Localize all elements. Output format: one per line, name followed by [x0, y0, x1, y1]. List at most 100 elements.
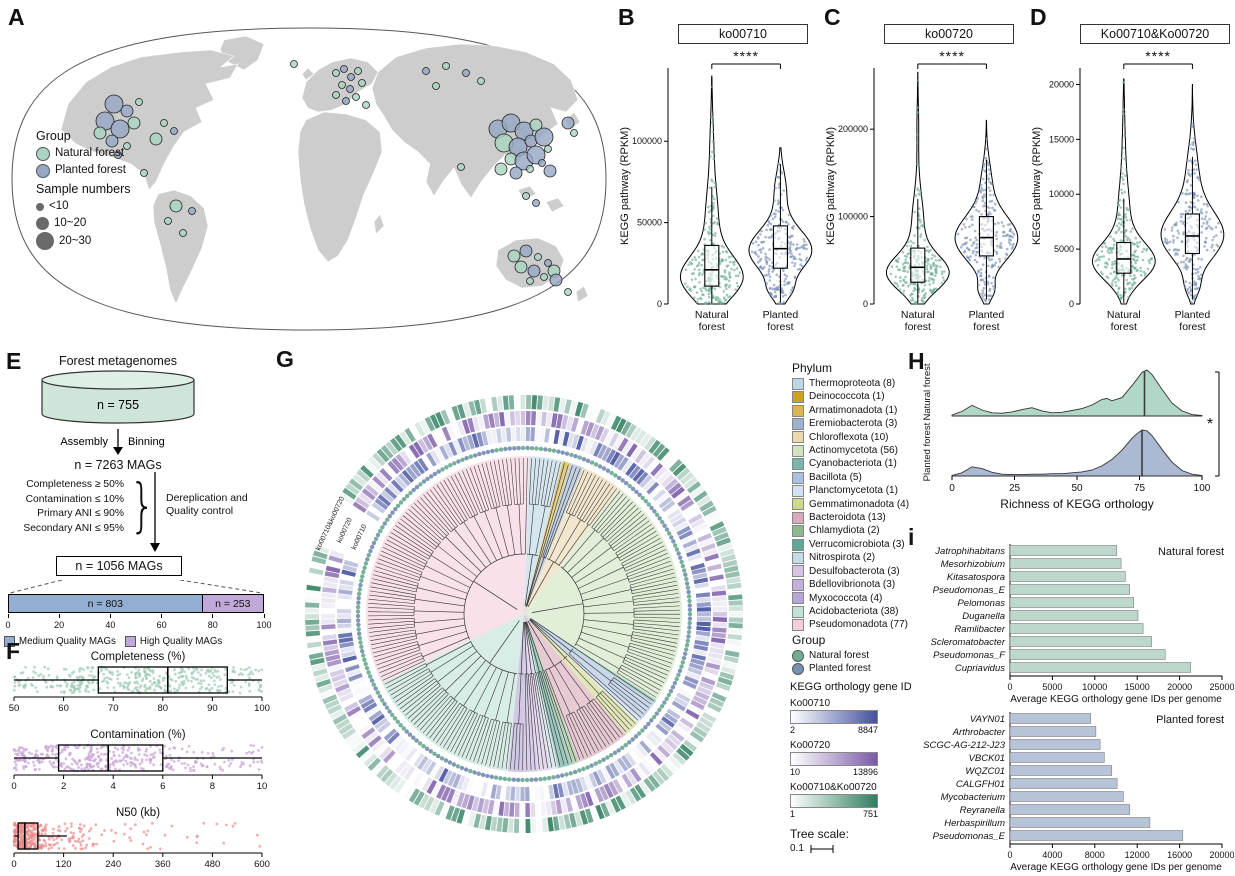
legend-item-planted: Planted forest — [36, 162, 131, 179]
box — [17, 822, 39, 850]
group-legend-item: Planted forest — [792, 662, 871, 676]
strip-points — [12, 743, 264, 773]
medium-quality-label: Medium Quality MAGs — [19, 636, 116, 647]
phylum-legend-item: Bdellovibrionota (3) — [792, 578, 909, 591]
svg-text:75: 75 — [1134, 483, 1146, 494]
svg-text:70: 70 — [108, 703, 119, 714]
box — [910, 247, 926, 283]
svg-text:KEGG pathway (RPKM): KEGG pathway (RPKM) — [1031, 127, 1043, 245]
continents — [60, 35, 589, 305]
dereplication-arrow — [150, 472, 160, 552]
phylum-legend-item: Bacteroidota (13) — [792, 511, 909, 524]
medium-quality-segment: n = 803 — [8, 594, 203, 613]
svg-text:Richness of KEGG orthology: Richness of KEGG orthology — [1000, 497, 1153, 511]
facet-title-combined: Ko00710&Ko00720 — [1080, 24, 1230, 44]
bar — [1009, 636, 1152, 647]
phylum-legend-item: Chloroflexota (10) — [792, 431, 909, 444]
phylum-swatch — [792, 391, 804, 404]
kegg-item-name: Ko00710 — [790, 698, 831, 709]
svg-text:2: 2 — [61, 781, 66, 792]
phylum-sector — [524, 614, 626, 763]
phylum-swatch — [792, 431, 804, 444]
svg-text:Cupriavidus: Cupriavidus — [955, 663, 1005, 674]
svg-text:0: 0 — [949, 483, 955, 494]
qc-criteria: Completeness ≥ 50% Contamination ≤ 10% P… — [0, 478, 124, 536]
svg-text:60: 60 — [58, 703, 69, 714]
map-legend: Group Natural forest Planted forest Samp… — [36, 126, 131, 250]
sample-points — [93, 60, 578, 296]
assembly-binning-arrow: Assembly Binning — [60, 429, 165, 455]
phylum-swatch — [792, 377, 804, 390]
svg-text:Completeness (%): Completeness (%) — [91, 651, 186, 663]
phylum-sector — [524, 460, 567, 614]
svg-text:Arthrobacter: Arthrobacter — [952, 727, 1006, 738]
svg-text:200000: 200000 — [838, 124, 868, 134]
phylum-swatch — [792, 498, 804, 511]
map-legend-samples-title: Sample numbers — [36, 182, 131, 196]
phylum-swatch — [792, 605, 804, 618]
svg-text:16000: 16000 — [1167, 850, 1192, 860]
size-dot-medium — [36, 217, 49, 230]
svg-text:Mesorhizobium: Mesorhizobium — [941, 559, 1005, 570]
tree-scale-row: 0.1 — [790, 843, 912, 854]
phylum-legend-item: Gemmatimonadota (4) — [792, 498, 909, 511]
size-label-large: 20~30 — [59, 234, 92, 247]
phylum-legend: Phylum Thermoproteota (8)Deinococcota (1… — [792, 358, 909, 632]
size-dot-small — [36, 202, 44, 211]
high-quality-count: n = 253 — [215, 597, 251, 610]
kegg-item-name: Ko00710&Ko00720 — [790, 782, 877, 793]
bar — [1009, 791, 1124, 802]
panel-g-label: G — [276, 346, 294, 372]
svg-text:****: **** — [733, 48, 759, 64]
svg-text:ko00720: ko00720 — [336, 517, 354, 544]
bar — [1009, 649, 1166, 660]
phylum-legend-item: Chlamydiota (2) — [792, 524, 909, 538]
medium-quality-legend-item: Medium Quality MAGs — [4, 636, 116, 647]
phylum-swatch — [792, 578, 804, 591]
svg-text:100000: 100000 — [632, 136, 662, 146]
size-dot-large — [36, 232, 54, 250]
criteria-contamination: Contamination ≤ 10% — [25, 493, 124, 505]
svg-text:Ramlibacter: Ramlibacter — [954, 624, 1006, 635]
svg-text:80: 80 — [158, 703, 169, 714]
phylum-label: Acidobacteriota (38) — [809, 605, 899, 617]
svg-text:90: 90 — [207, 703, 218, 714]
tree-scale-value: 0.1 — [790, 843, 804, 854]
box — [1184, 213, 1200, 255]
svg-text:12000: 12000 — [1125, 850, 1150, 860]
bar — [1009, 804, 1131, 815]
svg-text:Reyranella: Reyranella — [960, 805, 1005, 816]
phylum-sector — [524, 614, 579, 765]
criteria-secondary-ani: Secondary ANI ≤ 95% — [23, 522, 124, 534]
phylum-sector — [524, 614, 550, 772]
bar — [1009, 713, 1091, 724]
cylinder-title: Forest metagenomes — [58, 354, 178, 368]
svg-text:Duganella: Duganella — [962, 611, 1005, 622]
phylum-label: Chlamydiota (2) — [809, 525, 880, 537]
size-item-small: <10 — [36, 198, 131, 215]
svg-text:****: **** — [1145, 48, 1171, 64]
svg-text:Jatrophihabitans: Jatrophihabitans — [934, 546, 1005, 557]
svg-text:ko00710: ko00710 — [351, 524, 369, 551]
svg-text:Mycobacterium: Mycobacterium — [941, 792, 1005, 803]
svg-text:Average KEGG orthology gene ID: Average KEGG orthology gene IDs per geno… — [1010, 862, 1222, 872]
phylum-label: Bacillota (5) — [809, 471, 862, 483]
world-map — [11, 27, 607, 331]
svg-text:SCGC-AG-212-J23: SCGC-AG-212-J23 — [923, 740, 1006, 751]
box — [57, 744, 164, 772]
bar — [1009, 571, 1126, 582]
svg-text:480: 480 — [204, 859, 220, 870]
svg-text:N50 (kb): N50 (kb) — [116, 807, 160, 819]
svg-text:4000: 4000 — [1042, 850, 1062, 860]
phylum-sector — [524, 463, 583, 614]
